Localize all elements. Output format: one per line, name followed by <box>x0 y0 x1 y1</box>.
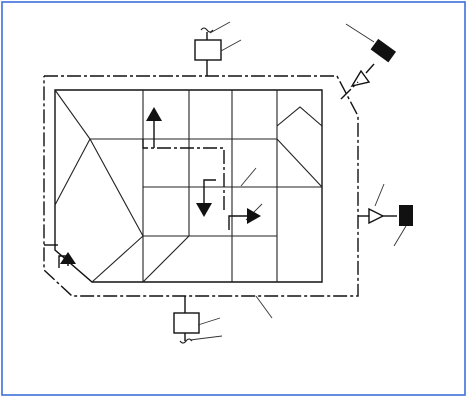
top-actuator-leader-2 <box>220 39 242 52</box>
control-loop-path <box>43 75 359 297</box>
upper-right-sensor-leader <box>345 23 375 43</box>
top-actuator <box>194 21 242 76</box>
bottom-actuator-squiggle <box>179 338 193 344</box>
right-amplifier-icon <box>368 207 385 225</box>
top-actuator-squiggle <box>200 27 214 33</box>
upper-right-sensor-block <box>370 38 397 63</box>
diagonal-lower-right <box>142 235 190 283</box>
loop-leader-bottom <box>255 295 273 319</box>
housing <box>54 89 323 283</box>
top-actuator-leader-1 <box>209 21 231 34</box>
diagonal-lower-left <box>91 235 144 283</box>
right-sensor-block <box>399 205 413 226</box>
down-arrow-icon <box>196 203 212 217</box>
flow-arrows <box>58 107 261 268</box>
right-sensor-chain <box>358 183 413 247</box>
up-arrow-icon <box>146 107 162 121</box>
top-actuator-box <box>194 39 222 61</box>
diagonal-middle <box>89 138 144 237</box>
diagonal-right-top <box>276 138 323 188</box>
right-column-cap <box>276 106 323 127</box>
diagonal-left-top <box>54 89 91 140</box>
upper-right-amplifier-icon <box>350 69 371 88</box>
inner-loop-path <box>142 139 225 213</box>
control-loop <box>43 75 359 297</box>
bottom-actuator-leader-2 <box>189 335 223 341</box>
right-amplifier-leader <box>374 183 385 207</box>
right-sensor-leader <box>393 225 407 247</box>
bottom-actuator-leader-1 <box>197 317 221 326</box>
right-arrow-icon <box>247 208 261 224</box>
upper-right-signal-line <box>340 81 359 100</box>
upper-right-link <box>365 63 375 74</box>
corner-arrow-icon <box>60 252 76 264</box>
bottom-actuator-box <box>173 312 200 334</box>
bottom-actuator <box>173 295 273 344</box>
right-arrow-shaft <box>228 215 248 230</box>
down-arrow-shaft <box>203 179 216 206</box>
diagonal-upper-left <box>54 138 91 206</box>
upper-right-sensor-chain <box>340 23 397 100</box>
inner-leader-1 <box>240 167 257 187</box>
